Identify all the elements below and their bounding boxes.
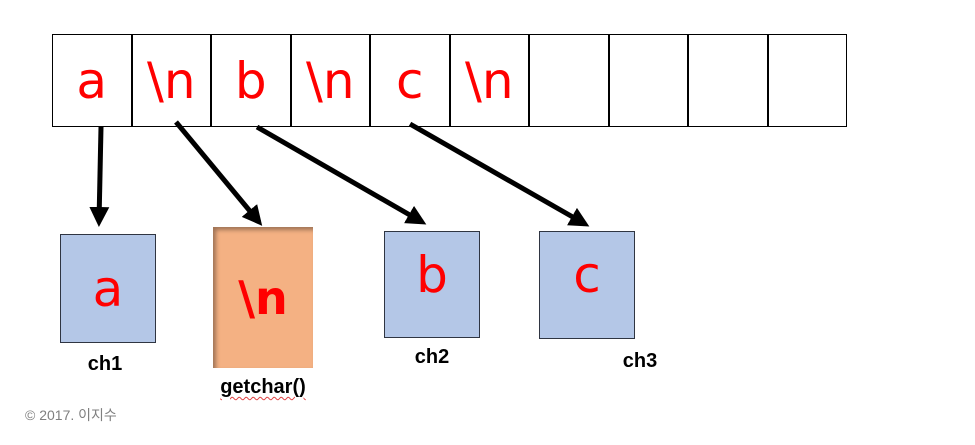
- arrow-b-to-ch2: [255, 124, 427, 225]
- buffer-cell: a: [52, 34, 132, 127]
- buffer-cell: \n: [290, 34, 370, 127]
- copyright: © 2017. 이지수: [25, 407, 117, 423]
- buffer-cell: \n: [131, 34, 211, 127]
- arrow-a-to-ch1: [89, 126, 110, 227]
- var-box-ch3: c: [539, 231, 635, 339]
- buffer-cell: [767, 34, 847, 127]
- buffer-cell: \n: [449, 34, 529, 127]
- var-box-ch1: a: [60, 234, 156, 343]
- var-box-ch2: b: [384, 231, 480, 338]
- label-ch2: ch2: [414, 346, 450, 368]
- label-ch3: ch3: [622, 350, 658, 372]
- buffer-cell: [608, 34, 688, 127]
- buffer-cell: [688, 34, 768, 127]
- label-ch1: ch1: [87, 353, 123, 375]
- buffer-cell: b: [211, 34, 291, 127]
- var-box-getchar: \n: [213, 227, 313, 368]
- arrow-c-to-ch3: [408, 121, 590, 227]
- arrow-newline-to-getchar: [174, 120, 263, 226]
- label-getchar: getchar(): [220, 376, 306, 398]
- buffer-cell: [529, 34, 609, 127]
